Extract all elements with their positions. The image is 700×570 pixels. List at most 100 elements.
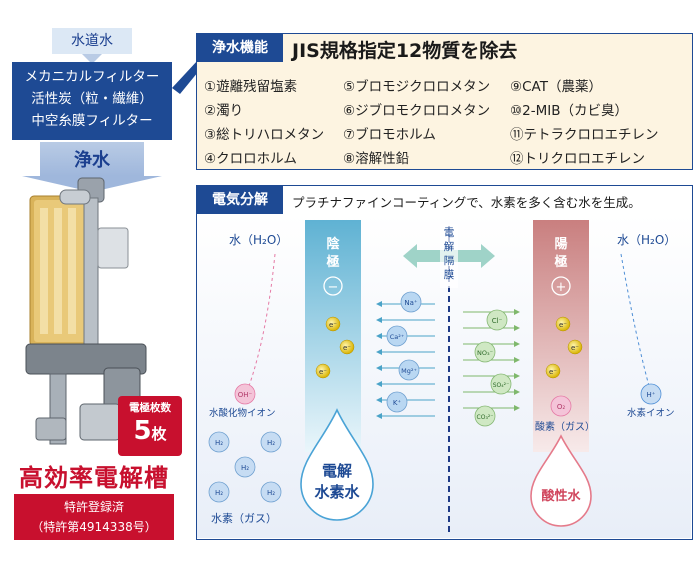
anion-carbonate (474, 405, 496, 427)
substance-item: ⑩2-MIB（カビ臭） (510, 103, 628, 119)
cation-label: Mg²⁺ (401, 367, 417, 375)
filter-carbon: 活性炭（粒・繊維） (31, 91, 153, 107)
filter-list-box: メカニカルフィルター 活性炭（粒・繊維） 中空糸膜フィルター (12, 62, 172, 140)
electrolysis-description: プラチナファインコーティングで、水素を多く含む水を生成。 (292, 195, 641, 210)
hydrogen-symbol: H₂ (215, 489, 223, 497)
hydroxide-ion-label: 水酸化物イオン (209, 407, 276, 419)
cathode-sign-circle (323, 276, 343, 296)
cation-label: Na⁺ (404, 299, 418, 307)
membrane-char-3: 隔 (444, 255, 455, 267)
purification-tag: 浄水機能 (197, 34, 283, 62)
anion-sulfate (490, 373, 512, 395)
hydrogen-symbol: H₂ (241, 464, 249, 472)
substance-item: ②濁り (204, 103, 244, 119)
cation-potassium (386, 391, 408, 413)
oxygen-gas-label: 酸素（ガス） (535, 420, 595, 433)
cathode-bar (305, 220, 361, 452)
membrane-char-4: 膜 (444, 269, 455, 281)
cation-magnesium (398, 359, 420, 381)
hydrogen-symbol: H₂ (215, 439, 223, 447)
substance-item: ⑧溶解性鉛 (343, 151, 410, 167)
substance-item: ⑤ブロモジクロロメタン (343, 79, 491, 95)
flow-arrow-body (40, 142, 144, 176)
filter-mechanical: メカニカルフィルター (24, 69, 160, 85)
hydrogen-water-drop (300, 408, 374, 521)
anion-nitrate (474, 341, 496, 363)
substance-item: ⑨CAT（農薬） (510, 79, 602, 95)
electron-label: e⁻ (559, 321, 567, 329)
hydrogen-molecule (208, 431, 230, 453)
electron-anode (545, 363, 561, 379)
hydrogen-molecule (260, 481, 282, 503)
hydrogen-gas-label: 水素（ガス） (211, 512, 277, 525)
electron-cathode (339, 339, 355, 355)
substance-item: ⑥ジブロモクロロメタン (343, 103, 491, 119)
anode-char-2: 極 (553, 254, 567, 270)
anode-sign: + (556, 280, 567, 295)
electron-cathode (315, 363, 331, 379)
electron-label: e⁻ (343, 344, 351, 352)
electron-label: e⁻ (549, 368, 557, 376)
tap-water-label: 水道水 (52, 28, 132, 54)
oh-guide-line (248, 253, 276, 387)
hydrogen-symbol: H₂ (267, 439, 275, 447)
electron-anode (567, 339, 583, 355)
electron-label: e⁻ (571, 344, 579, 352)
patent-box: 特許登録済 （特許第4914338号） (14, 494, 174, 540)
anode-char-1: 陽 (554, 236, 567, 252)
purification-heading: JIS規格指定12物質を除去 (292, 40, 518, 62)
patent-line-2: （特許第4914338号） (31, 520, 157, 534)
cathode-sign: − (328, 280, 339, 295)
hydrogen-ion-symbol: H⁺ (647, 391, 656, 399)
oxygen-molecule (550, 395, 572, 417)
hydroxide-ion (234, 383, 256, 405)
electrolysis-diagram: 水（H₂O） 水（H₂O） 陰 極 − 陽 極 + 電 解 隔 膜 e⁻ e⁻ … (197, 214, 691, 538)
badge-caption: 電極枚数 (129, 402, 171, 414)
electrode-count-badge: 電極枚数 5枚 (118, 396, 182, 456)
substance-item: ⑫トリクロロエチレン (510, 151, 645, 167)
badge-unit: 枚 (151, 425, 167, 443)
drop-left-line-1: 電解 (322, 462, 352, 480)
flow-arrow-small (82, 54, 102, 64)
h-guide-line (620, 253, 650, 387)
substance-item: ①遊離残留塩素 (204, 79, 298, 95)
filter-hollow-fiber: 中空糸膜フィルター (31, 113, 153, 129)
electron-cathode (325, 316, 341, 332)
substance-item: ⑪テトラクロロエチレン (510, 127, 659, 143)
hydrogen-ion (640, 383, 662, 405)
hydroxide-ion-symbol: OH⁻ (238, 391, 253, 399)
drop-right-label: 酸性水 (541, 488, 581, 504)
anion-label: Cl⁻ (492, 317, 503, 325)
electrode-plates (29, 195, 91, 347)
cathode-char-2: 極 (325, 254, 339, 270)
hydrogen-ion-label: 水素イオン (627, 407, 675, 419)
hydrogen-molecule (260, 431, 282, 453)
water-label-left: 水（H₂O） (229, 233, 288, 247)
hydrogen-molecule (208, 481, 230, 503)
anion-label: SO₄²⁻ (493, 382, 510, 389)
electrolysis-tag: 電気分解 (197, 186, 283, 214)
substance-item: ⑦ブロモホルム (343, 127, 436, 143)
anion-chloride (486, 309, 508, 331)
water-label-right: 水（H₂O） (617, 233, 676, 247)
badge-number: 5 (133, 416, 152, 446)
electron-anode (555, 316, 571, 332)
cell-title: 高効率電解槽 (19, 464, 169, 492)
hydrogen-symbol: H₂ (267, 489, 275, 497)
anion-label: NO₃⁻ (477, 349, 493, 357)
filter-connector (172, 60, 198, 94)
drop-left-line-2: 水素水 (314, 483, 360, 501)
cation-calcium (386, 325, 408, 347)
cation-label: K⁺ (393, 399, 402, 407)
electron-label: e⁻ (329, 321, 337, 329)
cathode-char-1: 陰 (326, 236, 340, 252)
membrane-char-1: 電 (444, 227, 455, 239)
patent-line-1: 特許登録済 (63, 500, 124, 514)
cation-sodium (400, 291, 422, 313)
cation-label: Ca²⁺ (390, 333, 405, 341)
hydrogen-molecule (234, 456, 256, 478)
substance-item: ③総トリハロメタン (204, 127, 325, 143)
anion-label: CO₃²⁻ (477, 414, 494, 421)
anode-sign-circle (551, 276, 571, 296)
membrane-char-2: 解 (444, 240, 455, 253)
